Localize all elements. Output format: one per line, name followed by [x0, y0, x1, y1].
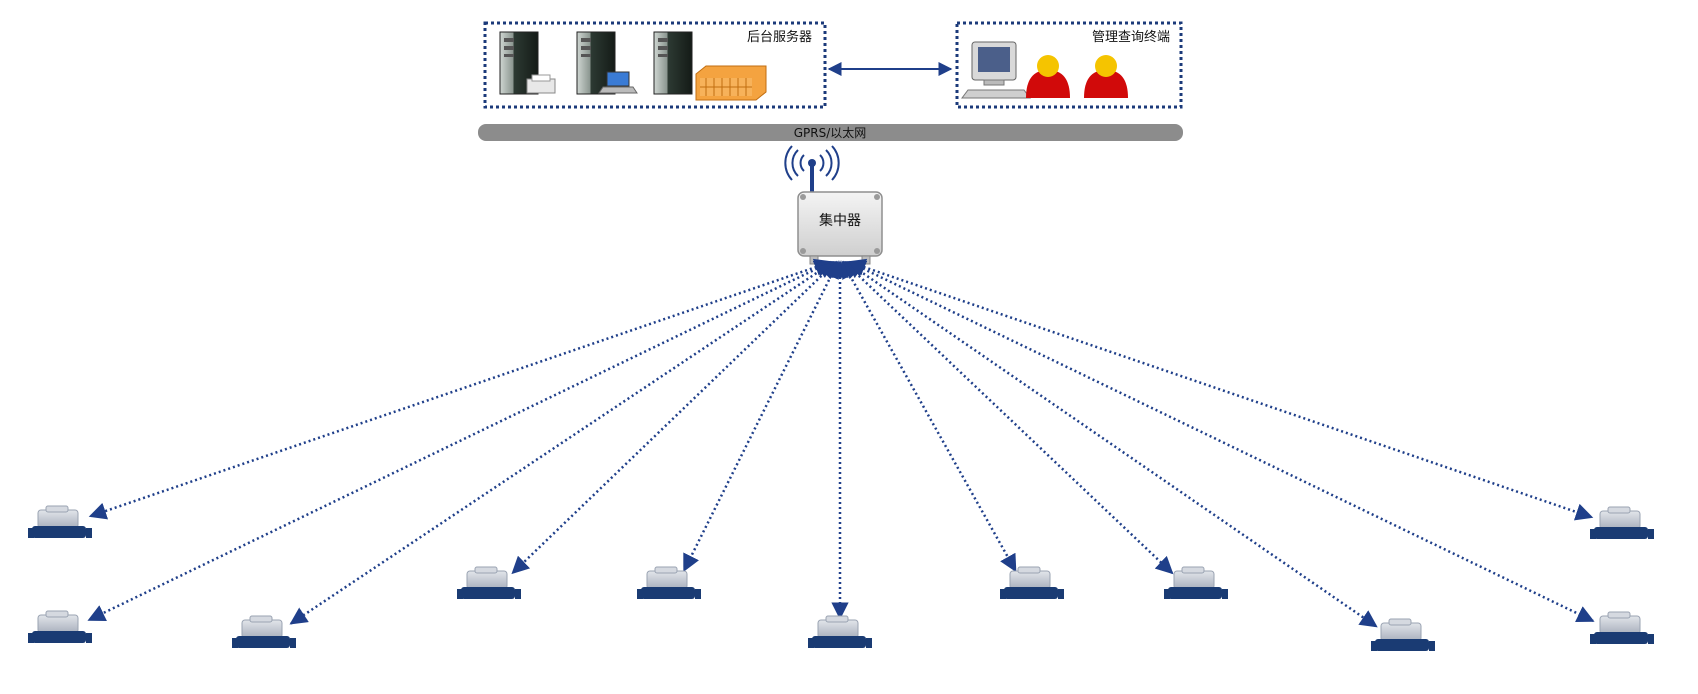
antenna-icon: [784, 145, 840, 198]
concentrator-device: 集中器: [797, 191, 883, 265]
water-meter-icon: [1590, 506, 1654, 539]
terminal-group-label: 管理查询终端: [1092, 29, 1170, 45]
person-icon: [1084, 55, 1128, 98]
desktop-computer-icon: [961, 41, 1031, 99]
network-bar-label: GPRS/以太网: [794, 125, 867, 140]
concentrator-label: 集中器: [819, 212, 861, 229]
meter-link: [845, 260, 1378, 628]
server-tower-icon: [653, 31, 693, 95]
water-meter-icon: [1000, 566, 1064, 599]
printer-icon: [526, 74, 556, 94]
server-group: 后台服务器: [483, 21, 827, 109]
meter-link: [289, 260, 835, 625]
meter-link: [511, 260, 838, 575]
meter-link: [847, 260, 1595, 623]
database-storage-icon: [695, 65, 767, 101]
water-meter-icon: [457, 566, 521, 599]
meter-link: [841, 260, 1017, 573]
network-bar-shape: [478, 124, 1183, 141]
water-meter-icon: [1590, 611, 1654, 644]
water-meter-icon: [28, 610, 92, 643]
meter-link: [843, 260, 1174, 575]
person-icon: [1026, 55, 1070, 98]
meter-link: [682, 260, 840, 572]
water-meter-icon: [232, 615, 296, 648]
network-bar: GPRS/以太网: [478, 124, 1183, 141]
laptop-icon: [598, 71, 638, 94]
water-meter-icon: [1164, 566, 1228, 599]
water-meter-icon: [808, 615, 872, 648]
meter-link: [847, 258, 1594, 521]
water-meter-icon: [28, 505, 92, 538]
server-group-label: 后台服务器: [747, 29, 812, 45]
meter-link: [88, 258, 833, 520]
meter-link: [87, 260, 833, 622]
meter-links: [87, 258, 1595, 628]
terminal-group-border: [955, 21, 1183, 109]
terminal-group: 管理查询终端: [955, 21, 1183, 109]
water-meters: [28, 505, 1654, 651]
server-group-border: [483, 21, 827, 109]
water-meter-icon: [1371, 618, 1435, 651]
water-meter-icon: [637, 566, 701, 599]
